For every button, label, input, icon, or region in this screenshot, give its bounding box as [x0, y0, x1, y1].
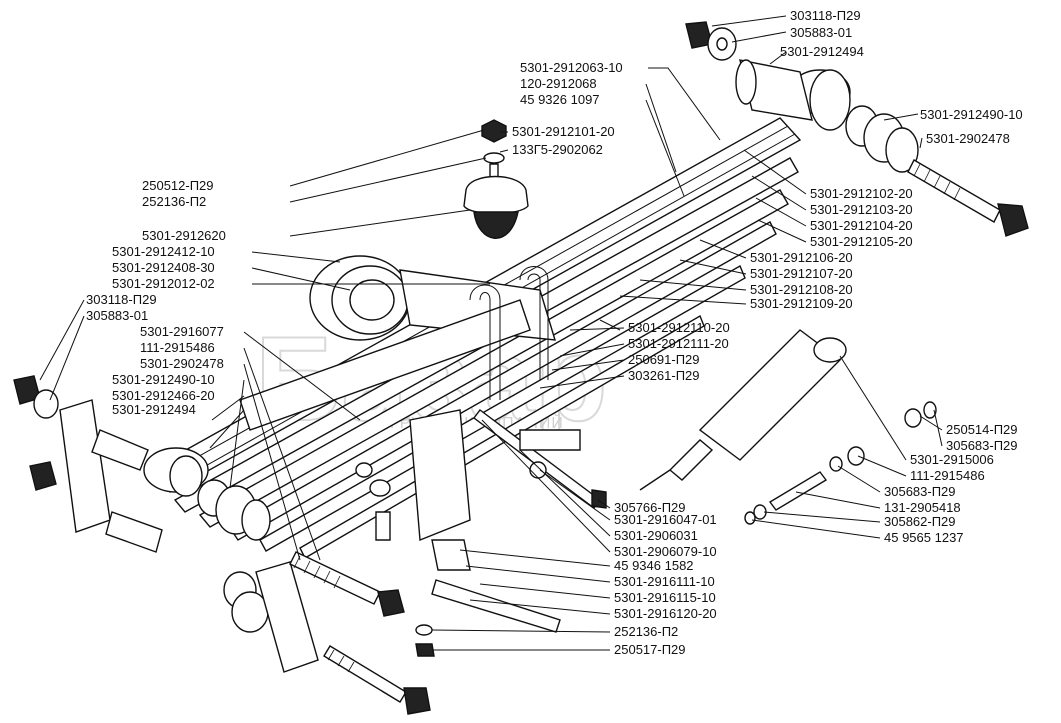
callout-label: 5301-2912105-20 — [810, 234, 913, 249]
bump-stop — [463, 119, 529, 239]
callout-label: 5301-2912412-10 — [112, 244, 215, 259]
callout-label: 5301-2916115-10 — [614, 590, 716, 605]
callout-label: 305883-01 — [790, 25, 852, 40]
callout-label: 5301-2912106-20 — [750, 250, 853, 265]
callout-label: 5301-2912620 — [142, 228, 226, 243]
callout-label: 120-2912068 — [520, 76, 597, 91]
u-bolts — [469, 266, 549, 400]
callout-label: 5301-2912108-20 — [750, 282, 853, 297]
callout-label: 252136-П2 — [614, 624, 678, 639]
callout-label: 5301-2912490-10 — [920, 107, 1023, 122]
callout-label: 5301-2912104-20 — [810, 218, 913, 233]
shock-absorber — [639, 329, 937, 525]
callout-label: 250691-П29 — [628, 352, 700, 367]
callout-label: 5301-2916047-01 — [614, 512, 717, 527]
callout-label: 5301-2912107-20 — [750, 266, 853, 281]
callout-label: 5301-2912110-20 — [628, 320, 730, 335]
callout-label: 5301-2912408-30 — [112, 260, 215, 275]
front-spring-eye — [735, 59, 851, 131]
callout-label: 5301-2915006 — [910, 452, 994, 467]
callout-label: 305766-П29 — [614, 500, 686, 515]
callout-label: 5301-2912063-10 — [520, 60, 623, 75]
left-bushing — [197, 479, 271, 633]
leader-lines — [39, 15, 943, 651]
callout-label: 5301-2912102-20 — [810, 186, 913, 201]
callout-label: 5301-2916111-10 — [614, 574, 715, 589]
callout-label: 5301-2912111-20 — [628, 336, 729, 351]
callout-label: 5301-2912109-20 — [750, 296, 853, 311]
callout-label: 5301-2912490-10 — [112, 372, 215, 387]
callout-label: 133Г5-2902062 — [512, 142, 603, 157]
right-bushing — [845, 105, 1029, 237]
callout-label: 252136-П2 — [142, 194, 206, 209]
callout-label: 5301-2902478 — [140, 356, 224, 371]
callout-label: 5301-2912012-02 — [112, 276, 215, 291]
callout-label: 5301-2912494 — [112, 402, 196, 417]
callout-label: 305683-П29 — [946, 438, 1018, 453]
callout-label: 111-2915486 — [140, 340, 215, 355]
callout-label: 5301-2906031 — [614, 528, 698, 543]
callout-label: 305862-П29 — [884, 514, 956, 529]
stabilizer-links — [473, 409, 607, 509]
callout-label: 303118-П29 — [790, 8, 861, 23]
callout-label: 250517-П29 — [614, 642, 686, 657]
callout-label: 5301-2912103-20 — [810, 202, 913, 217]
callout-label: 5301-2902478 — [926, 131, 1010, 146]
callout-label: 5301-2912466-20 — [112, 388, 215, 403]
parts-drawing — [13, 21, 1029, 715]
callout-label: 45 9326 1097 — [520, 92, 600, 107]
callout-label: 305883-01 — [86, 308, 148, 323]
callout-label: 305683-П29 — [884, 484, 956, 499]
bracket — [355, 409, 561, 657]
callout-label: 45 9346 1582 — [614, 558, 694, 573]
callout-label: 5301-2912101-20 — [512, 124, 615, 139]
callout-label: 250514-П29 — [946, 422, 1018, 437]
callout-labels: 303118-П29 305883-01 5301-2912494 5301-2… — [86, 8, 1023, 657]
callout-label: 131-2905418 — [884, 500, 961, 515]
lower-shackle — [255, 551, 431, 715]
callout-label: 111-2915486 — [910, 468, 985, 483]
callout-label: 45 9565 1237 — [884, 530, 964, 545]
left-shackle — [13, 375, 209, 553]
callout-label: 5301-2916077 — [140, 324, 224, 339]
callout-label: 250512-П29 — [142, 178, 214, 193]
top-bolt — [685, 21, 737, 61]
callout-label: 303261-П29 — [628, 368, 700, 383]
callout-label: 303118-П29 — [86, 292, 157, 307]
callout-label: 5301-2916120-20 — [614, 606, 717, 621]
callout-label: 5301-2906079-10 — [614, 544, 717, 559]
axle-housing — [239, 255, 556, 431]
callout-label: 5301-2912494 — [780, 44, 864, 59]
